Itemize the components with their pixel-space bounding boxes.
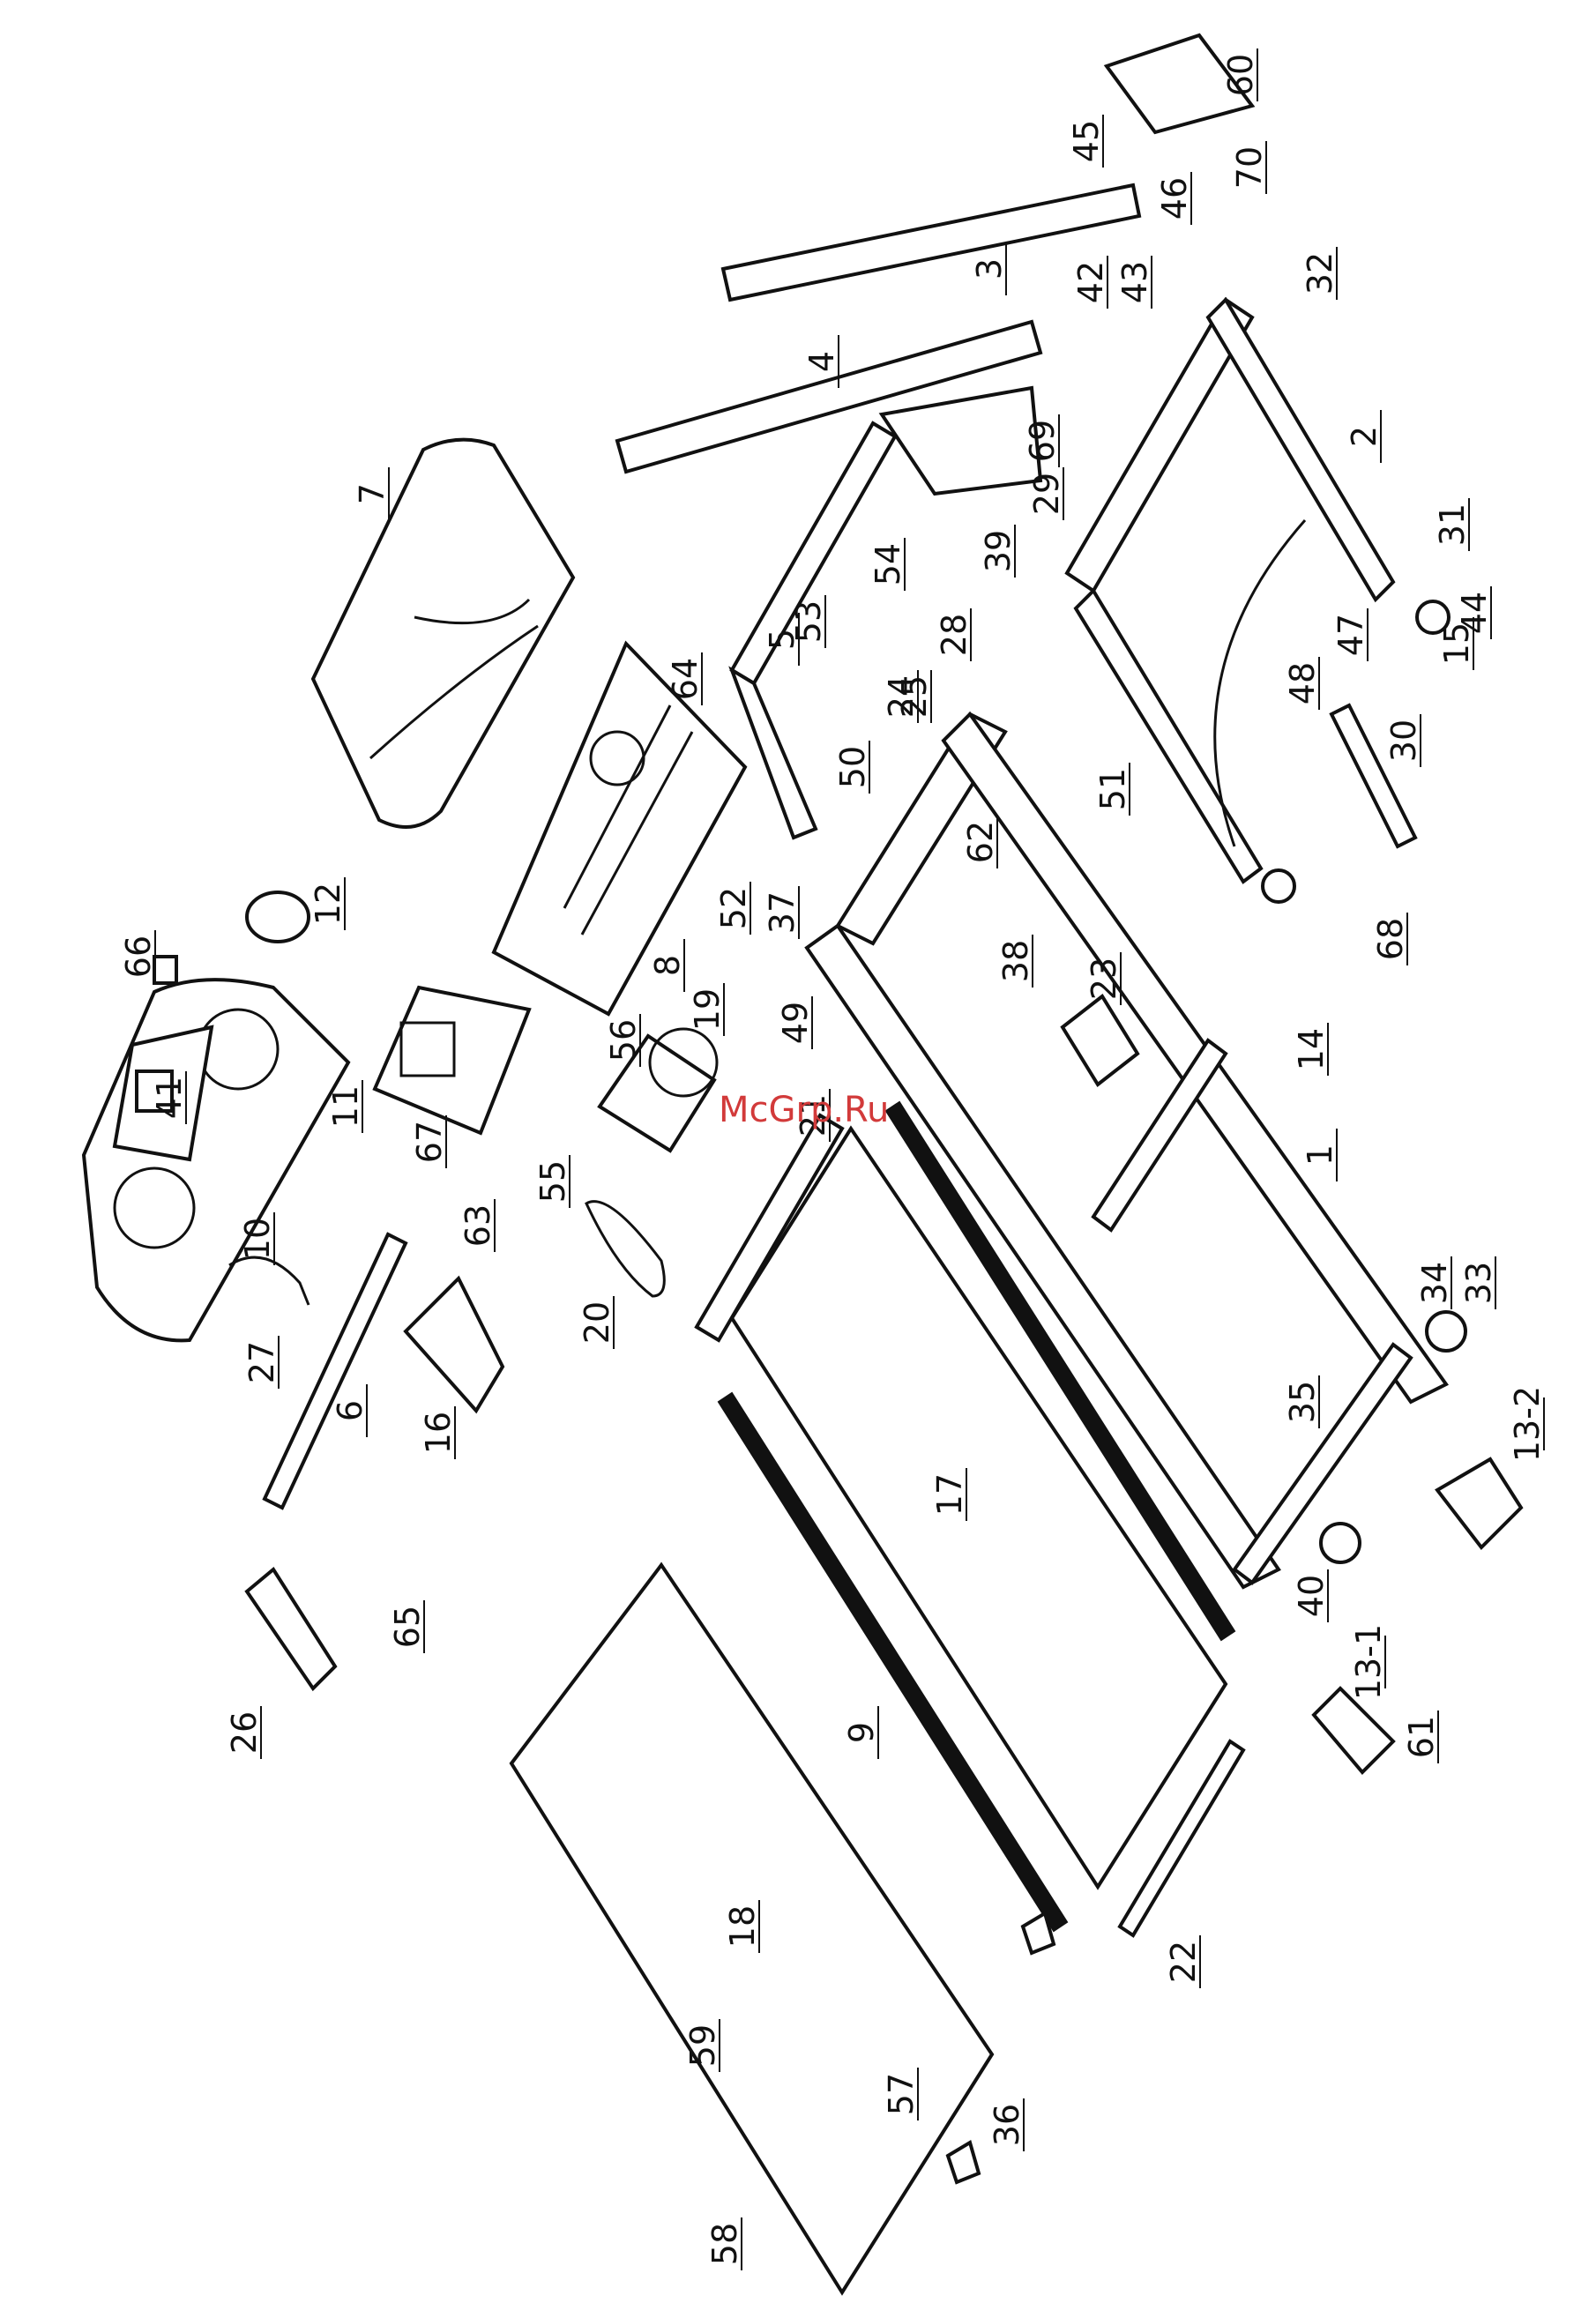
part-label-19: 19 xyxy=(688,988,727,1031)
part-label-41: 41 xyxy=(150,1077,189,1119)
console-overlay-11 xyxy=(375,988,529,1133)
part-label-51: 51 xyxy=(1093,768,1132,810)
hand-grip-16 xyxy=(406,1278,503,1411)
part-label-22: 22 xyxy=(1164,1941,1203,1983)
part-label-23: 23 xyxy=(1085,958,1123,1000)
part-label-16: 16 xyxy=(419,1412,458,1454)
part-label-55: 55 xyxy=(533,1160,572,1203)
part-label-13-2: 13-2 xyxy=(1508,1386,1547,1462)
part-label-1: 1 xyxy=(1301,1144,1339,1166)
end-cap-13-2 xyxy=(1437,1459,1521,1547)
part-label-52: 52 xyxy=(714,887,753,929)
part-label-39: 39 xyxy=(979,530,1018,572)
part-label-53: 53 xyxy=(789,600,828,643)
part-label-44: 44 xyxy=(1455,592,1494,634)
part-label-13-1: 13-1 xyxy=(1349,1624,1388,1700)
part-label-29: 29 xyxy=(1027,473,1066,515)
drive-belt-20 xyxy=(586,1202,664,1296)
part-label-12: 12 xyxy=(309,883,347,925)
part-label-34: 34 xyxy=(1415,1262,1454,1304)
part-label-36: 36 xyxy=(988,2104,1026,2146)
part-label-4: 4 xyxy=(802,351,841,372)
part-label-30: 30 xyxy=(1384,719,1423,762)
part-label-38: 38 xyxy=(996,940,1035,982)
hand-grip-26 xyxy=(247,1569,335,1688)
part-label-70: 70 xyxy=(1230,146,1269,189)
motor-cover-plate xyxy=(494,644,745,1014)
part-label-67: 67 xyxy=(410,1121,449,1163)
part-label-42: 42 xyxy=(1071,261,1110,303)
part-label-8: 8 xyxy=(648,955,687,976)
part-label-11: 11 xyxy=(326,1085,365,1128)
part-label-69: 69 xyxy=(1023,420,1062,462)
part-label-27: 27 xyxy=(242,1341,281,1383)
part-label-43: 43 xyxy=(1115,261,1154,303)
part-label-59: 59 xyxy=(683,2024,722,2067)
part-label-32: 32 xyxy=(1301,252,1339,294)
part-label-65: 65 xyxy=(388,1606,427,1648)
part-label-6: 6 xyxy=(331,1400,369,1421)
part-label-48: 48 xyxy=(1283,662,1322,704)
part-label-25: 25 xyxy=(895,675,934,718)
part-label-28: 28 xyxy=(935,614,973,656)
part-label-64: 64 xyxy=(666,658,705,700)
part-label-31: 31 xyxy=(1433,503,1472,546)
part-label-9: 9 xyxy=(842,1722,881,1743)
part-label-14: 14 xyxy=(1292,1028,1331,1070)
part-label-35: 35 xyxy=(1283,1381,1322,1423)
part-label-57: 57 xyxy=(882,2073,921,2115)
part-label-60: 60 xyxy=(1221,54,1260,96)
part-label-58: 58 xyxy=(705,2223,744,2265)
safety-key-27 xyxy=(229,1257,309,1305)
part-label-54: 54 xyxy=(869,543,907,585)
part-label-10: 10 xyxy=(238,1218,277,1260)
part-label-2: 2 xyxy=(1345,426,1383,447)
part-label-50: 50 xyxy=(833,746,872,788)
cap-36 xyxy=(948,2143,979,2182)
part-label-63: 63 xyxy=(459,1204,497,1247)
part-label-40: 40 xyxy=(1292,1575,1331,1617)
part-label-7: 7 xyxy=(353,483,392,504)
part-label-46: 46 xyxy=(1155,177,1194,220)
part-label-56: 56 xyxy=(604,1019,643,1062)
part-label-49: 49 xyxy=(776,1002,815,1044)
part-label-3: 3 xyxy=(970,258,1009,279)
handrail-tube-6 xyxy=(265,1234,406,1508)
part-label-66: 66 xyxy=(119,935,158,978)
end-cap-13-1 xyxy=(1314,1688,1393,1772)
part-label-68: 68 xyxy=(1371,918,1410,960)
part-label-20: 20 xyxy=(578,1301,616,1344)
part-label-62: 62 xyxy=(961,821,1000,863)
part-label-37: 37 xyxy=(763,891,802,934)
watermark-text: McGrp.Ru xyxy=(719,1090,889,1130)
part-label-61: 61 xyxy=(1402,1716,1441,1758)
part-label-18: 18 xyxy=(723,1905,762,1948)
part-label-45: 45 xyxy=(1067,120,1106,162)
controller-box xyxy=(1063,996,1137,1084)
part-label-26: 26 xyxy=(225,1711,264,1754)
part-label-17: 17 xyxy=(930,1473,969,1516)
part-label-33: 33 xyxy=(1459,1262,1498,1304)
part-label-47: 47 xyxy=(1331,614,1370,656)
console-housing-10 xyxy=(84,980,348,1340)
cup-ring-12 xyxy=(247,892,309,942)
